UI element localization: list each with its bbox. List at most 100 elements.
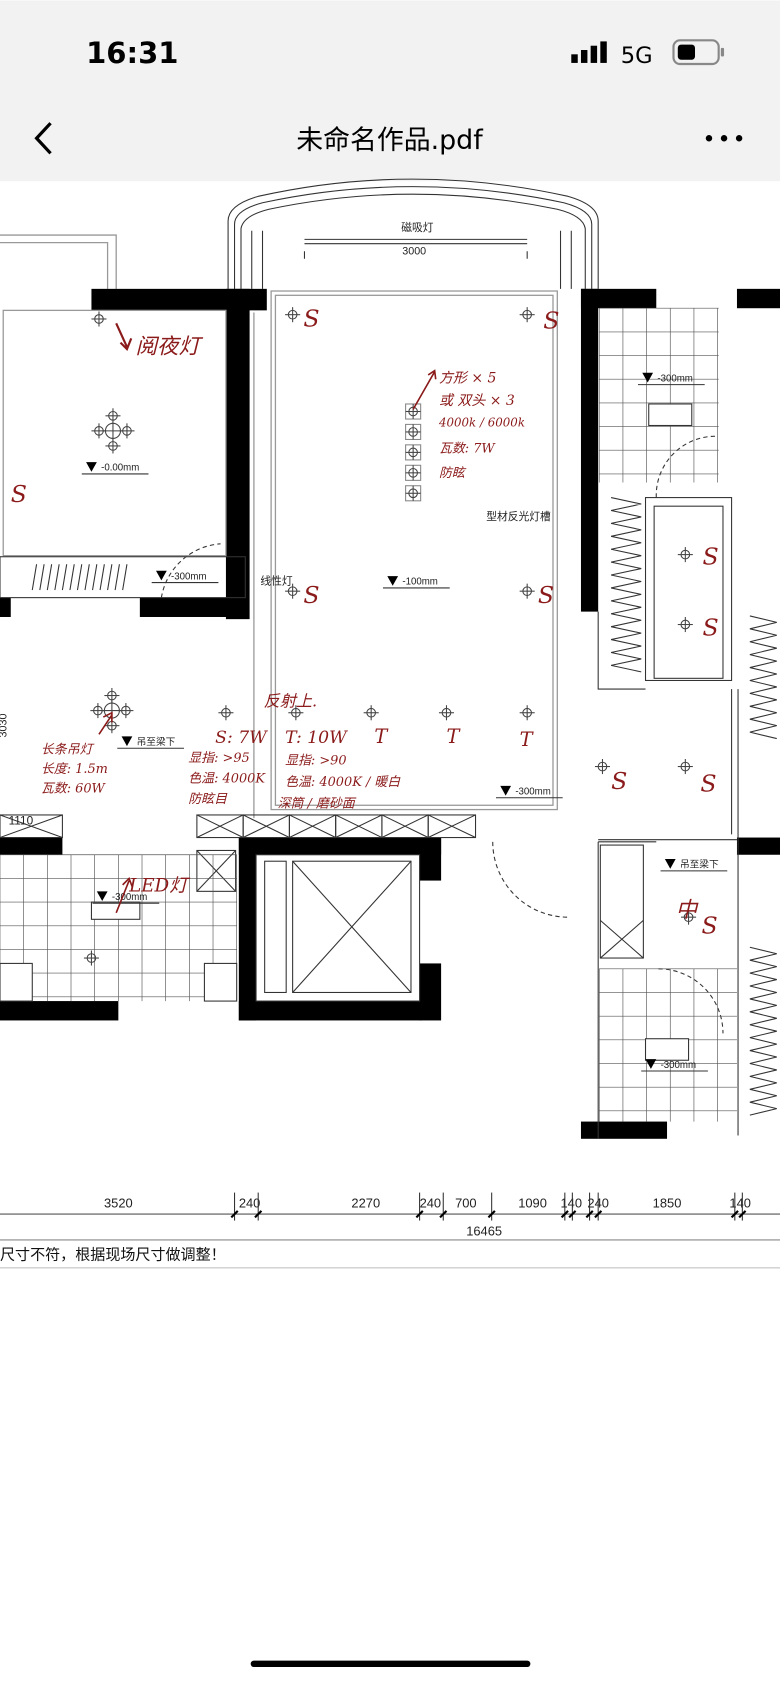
spot-note-line: 瓦数: 7W (439, 441, 496, 456)
spot-note-line: 4000k / 6000k (438, 416, 525, 430)
level-label: -300mm (112, 892, 147, 903)
level-marker: -300mm (92, 891, 160, 904)
more-horizontal-icon (705, 135, 743, 142)
s-mark: S (701, 911, 717, 939)
dimension-label: 140 (729, 1196, 751, 1211)
wardrobe-hangers-right (610, 497, 777, 1116)
signal-icon (571, 41, 607, 63)
corridor-lines (597, 611, 739, 1139)
level-marker: -300mm (495, 785, 563, 799)
s-mark: S (538, 581, 554, 609)
elevator-shaft (255, 854, 421, 1002)
closet (644, 497, 733, 682)
linear-light-label: 线性灯 (260, 575, 293, 588)
t-note-line: 显指: >90 (285, 753, 347, 768)
magnet-light-label: 磁吸灯 (401, 221, 434, 234)
level-label: -300mm (657, 373, 692, 384)
chandelier-note-line: 长条吊灯 (41, 743, 95, 758)
cabinets (0, 814, 477, 892)
more-button[interactable] (705, 135, 743, 142)
document-title: 未命名作品.pdf (296, 125, 483, 156)
status-time: 16:31 (86, 36, 178, 70)
level-label: -0.00mm (101, 463, 139, 474)
dimension-label: 240 (420, 1196, 442, 1211)
s-note-line: 防眩目 (188, 792, 228, 807)
profile-cove-label: 型材反光灯槽 (486, 510, 551, 523)
wardrobe-hangers (31, 564, 128, 591)
back-button[interactable] (22, 113, 70, 161)
level-label: -100mm (402, 577, 437, 588)
reflect-up-note: 反射上. (264, 691, 318, 710)
s-mark: S (11, 480, 27, 508)
dimension-label: 140 (561, 1196, 583, 1211)
arch-bay (227, 178, 599, 289)
s-mark: S (611, 767, 627, 795)
reading-light-note: 阅夜灯 (136, 334, 204, 359)
dimension-3030: 3030 (0, 714, 9, 738)
chevron-left-icon (34, 122, 52, 155)
level-label: -300mm (515, 787, 550, 798)
level-marker: -0.00mm (81, 462, 149, 475)
s-mark: S (700, 769, 716, 797)
level-label: 吊至梁下 (680, 858, 719, 871)
level-label: -300mm (171, 571, 206, 582)
level-marker: 吊至梁下 (117, 735, 184, 749)
top-left-outline (0, 234, 117, 289)
s-note-line: S: 7W (215, 728, 268, 748)
floor-plan-drawing[interactable]: 磁吸灯 3000 (0, 178, 780, 1269)
level-marker: -300mm (151, 570, 219, 584)
left-bedroom (2, 309, 227, 557)
total-dimension: 16465 (466, 1224, 502, 1239)
t-note-line: 色温: 4000K / 暖白 (285, 775, 401, 790)
door-swing (492, 841, 569, 918)
living-room-ceiling (270, 290, 558, 811)
t-mark: T (520, 728, 535, 751)
dimension-1110: 1110 (9, 814, 34, 828)
t-mark: T (446, 725, 461, 748)
chandelier-note-line: 瓦数: 60W (41, 781, 107, 796)
level-marker: -100mm (383, 576, 450, 589)
magnet-light-dimension: 3000 (402, 245, 426, 257)
dimension-label: 3520 (104, 1196, 133, 1211)
s-mark: S (543, 307, 559, 335)
level-marker: -300mm (641, 1059, 708, 1072)
t-note-line: T: 10W (285, 728, 348, 748)
led-light-note: LED灯 (128, 875, 191, 896)
s-note-line: 显指: >95 (188, 751, 250, 766)
spot-note-line: 方形 × 5 (439, 370, 497, 386)
level-marker: -300mm (637, 372, 705, 386)
header-background (0, 0, 780, 182)
spot-note-line: 或 双头 × 3 (439, 393, 515, 409)
chandelier-note-line: 长度: 1.5m (41, 762, 108, 777)
s-t-marks: S S S S S S S S S S T T T (11, 305, 719, 940)
bathroom-tiles-top-right (598, 307, 719, 483)
handwritten-annotations: 阅夜灯 方形 × 5 或 双头 × 3 4000k / 6000k 瓦数: 7W… (41, 322, 699, 923)
network-label: 5G (621, 43, 653, 69)
s-mark: S (303, 581, 319, 609)
spot-note-line: 防眩 (439, 466, 467, 481)
bathroom-tiles-lower-left (0, 854, 238, 1002)
s-mark: S (703, 542, 719, 570)
dimension-label: 700 (455, 1196, 477, 1211)
s-note-line: 色温: 4000K (188, 772, 266, 787)
level-label: 吊至梁下 (137, 735, 176, 748)
battery-icon (672, 39, 725, 66)
center-note: 中 (676, 898, 699, 923)
s-mark: S (303, 305, 319, 333)
dimension-label: 1090 (518, 1196, 547, 1211)
bathroom-tiles-lower-right (598, 968, 737, 1122)
lamp-symbols (83, 307, 697, 966)
dimension-label: 240 (239, 1196, 261, 1211)
level-marker: 吊至梁下 (660, 858, 728, 872)
home-indicator[interactable] (250, 1660, 531, 1668)
s-mark: S (703, 613, 719, 641)
footnote: 尺寸不符，根据现场尺寸做调整！ (0, 1245, 226, 1263)
t-note-line: 深筒 / 磨砂面 (278, 796, 357, 811)
dimension-label: 1850 (653, 1196, 682, 1211)
level-label: -300mm (661, 1060, 696, 1071)
left-wardrobe (0, 556, 246, 599)
t-mark: T (374, 725, 389, 748)
walls (0, 288, 780, 1139)
